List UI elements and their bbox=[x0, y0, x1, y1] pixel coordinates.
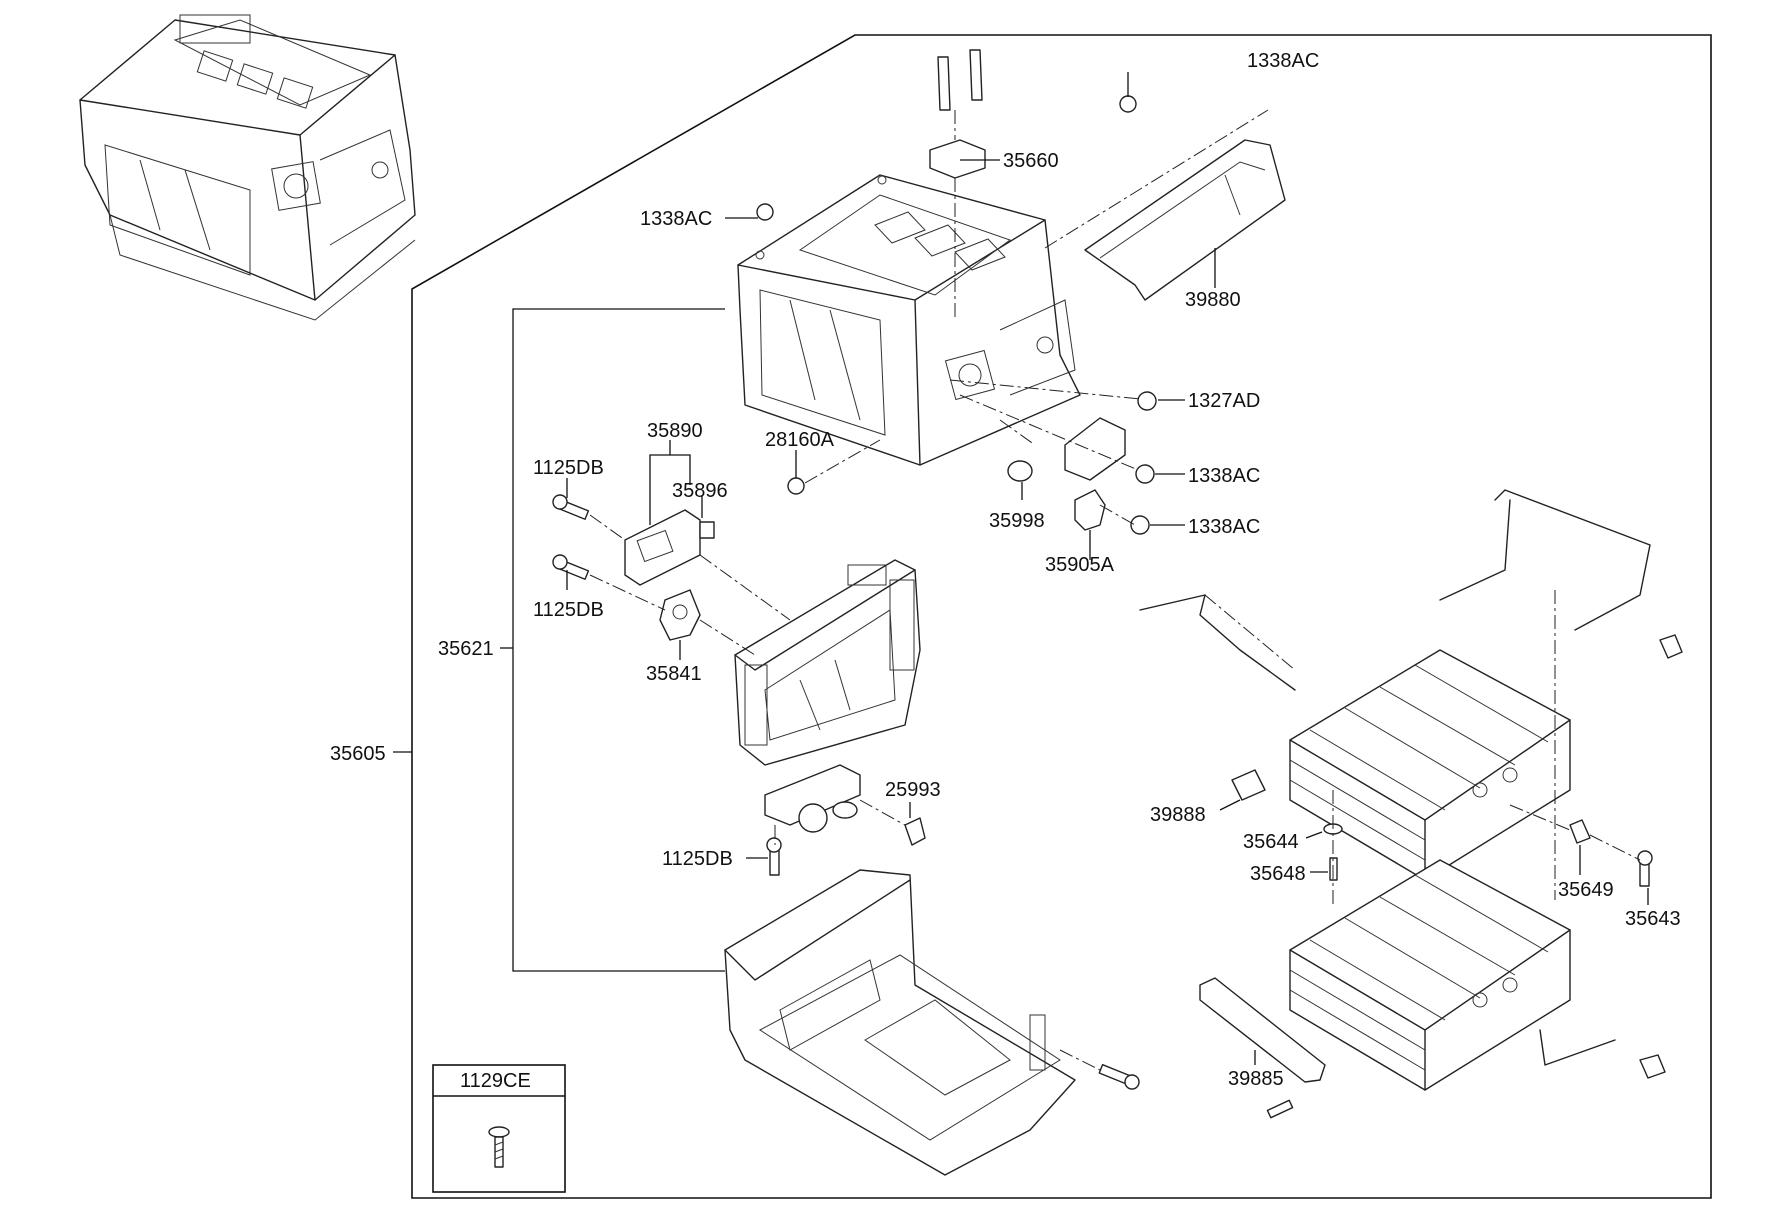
callout-35905a: 35905A bbox=[1045, 554, 1115, 576]
callout-1327ad: 1327AD bbox=[1188, 390, 1260, 412]
callout-35841: 35841 bbox=[646, 663, 702, 685]
lower-tray bbox=[724, 869, 1140, 1176]
bolts-1125db bbox=[552, 494, 782, 876]
callout-28160a: 28160A bbox=[765, 429, 835, 451]
callout-35998: 35998 bbox=[989, 510, 1045, 532]
callout-1338ac-mid: 1338AC bbox=[1188, 465, 1260, 487]
legend-code: 1129CE bbox=[460, 1070, 531, 1092]
legend-box: 1129CE bbox=[432, 1064, 566, 1193]
module-busbars bbox=[1139, 489, 1683, 1079]
upper-case-cover bbox=[737, 174, 1081, 466]
callout-labels: 1338AC 35660 1338AC 39880 1327AD 35890 2… bbox=[330, 50, 1681, 1090]
callout-35649: 35649 bbox=[1558, 879, 1614, 901]
service-plug bbox=[764, 764, 926, 846]
side-bracket bbox=[1044, 109, 1286, 301]
battery-module-upper bbox=[1289, 649, 1571, 881]
relay-assembly bbox=[624, 509, 791, 621]
junction-block bbox=[734, 559, 921, 766]
callout-35621: 35621 bbox=[438, 638, 494, 660]
callout-39888: 39888 bbox=[1150, 804, 1206, 826]
callout-35643: 35643 bbox=[1625, 908, 1681, 930]
battery-module-lower bbox=[1289, 859, 1571, 1091]
harness-connectors bbox=[1199, 769, 1653, 1119]
leader-lines bbox=[393, 72, 1649, 1065]
callout-35648: 35648 bbox=[1250, 863, 1306, 885]
callout-39880: 39880 bbox=[1185, 289, 1241, 311]
callout-39885: 39885 bbox=[1228, 1068, 1284, 1090]
bolt-icon bbox=[488, 1126, 510, 1168]
callout-1338ac-low: 1338AC bbox=[1188, 516, 1260, 538]
callout-35644: 35644 bbox=[1243, 831, 1299, 853]
callout-35660: 35660 bbox=[1003, 150, 1059, 172]
callout-25993: 25993 bbox=[885, 779, 941, 801]
assembly-frame bbox=[411, 34, 1712, 1199]
callout-1338ac-left: 1338AC bbox=[640, 208, 712, 230]
callout-35605: 35605 bbox=[330, 743, 386, 765]
callout-1125db-b: 1125DB bbox=[533, 599, 604, 621]
callout-1338ac-top: 1338AC bbox=[1247, 50, 1319, 72]
callout-35896: 35896 bbox=[672, 480, 728, 502]
bracket-pair bbox=[929, 49, 986, 320]
callout-1125db-c: 1125DB bbox=[662, 848, 733, 870]
callout-35890: 35890 bbox=[647, 420, 703, 442]
current-sensor bbox=[659, 589, 756, 656]
subassembly-bracket bbox=[512, 308, 725, 972]
assembled-pack-reference-view bbox=[79, 14, 416, 321]
callout-1125db-a: 1125DB bbox=[533, 457, 604, 479]
cover-hardware bbox=[756, 95, 1157, 535]
